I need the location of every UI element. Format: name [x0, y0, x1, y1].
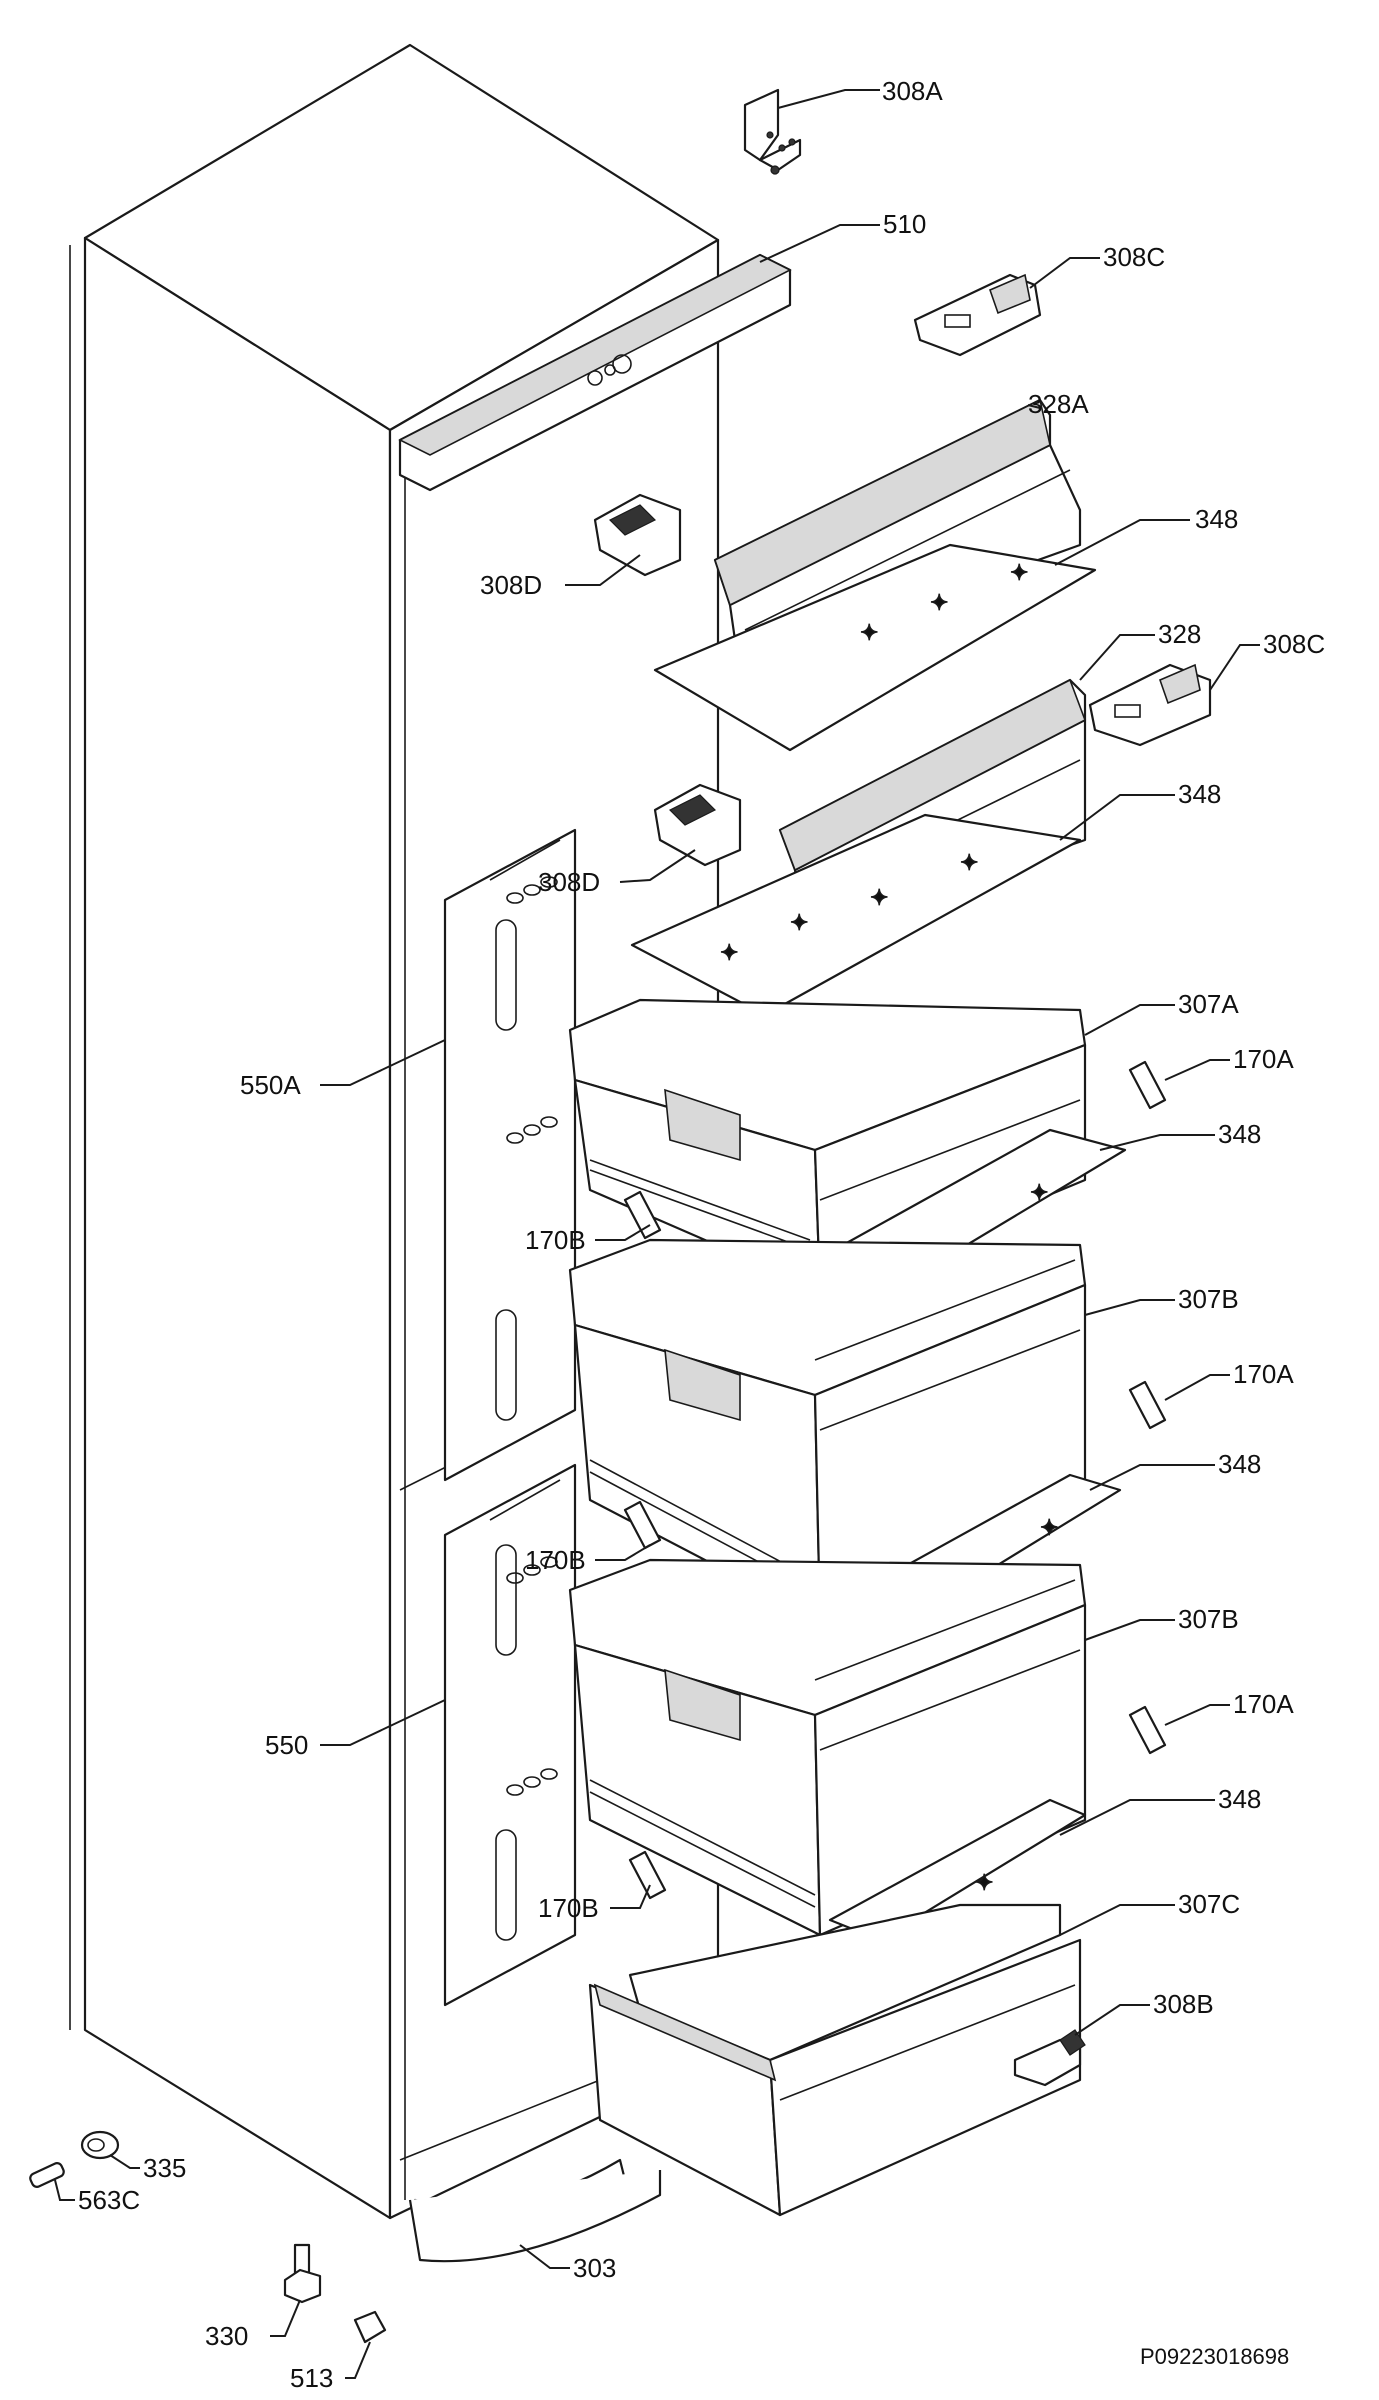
control-panel-510 — [398, 253, 792, 492]
label-303: 303 — [573, 2253, 616, 2283]
label-307A: 307A — [1178, 989, 1239, 1019]
label-328: 328 — [1158, 619, 1201, 649]
label-510: 510 — [883, 209, 926, 239]
glass-shelf-348-2: ✦ ✦ ✦ ✦ — [630, 813, 1082, 1017]
label-308C-2: 308C — [1263, 629, 1325, 659]
svg-text:✦: ✦ — [1010, 560, 1028, 585]
clip-170B-3 — [628, 1850, 667, 1900]
clip-170A-3 — [1128, 1705, 1167, 1755]
label-563C: 563C — [78, 2185, 140, 2215]
label-170A-2: 170A — [1233, 1359, 1294, 1389]
hinge-308B — [1013, 2029, 1086, 2087]
reference-code: P09223018698 — [1140, 2344, 1289, 2369]
label-348-1: 348 — [1195, 504, 1238, 534]
drawer-307B-2 — [568, 1558, 1087, 1937]
label-170B-1: 170B — [525, 1225, 586, 1255]
svg-text:✦: ✦ — [790, 910, 808, 935]
label-170B-2: 170B — [525, 1545, 586, 1575]
label-330: 330 — [205, 2321, 248, 2351]
label-328A: 328A — [1028, 389, 1089, 419]
drawer-307C — [588, 1903, 1082, 2217]
svg-text:✦: ✦ — [870, 885, 888, 910]
label-308C-top: 308C — [1103, 242, 1165, 272]
hinge-308D-2 — [653, 783, 742, 867]
svg-text:✦: ✦ — [1040, 1515, 1058, 1540]
label-170A-1: 170A — [1233, 1044, 1294, 1074]
door-panel-550A — [443, 828, 577, 1482]
hinge-308A-top — [743, 88, 802, 175]
label-550A: 550A — [240, 1070, 301, 1100]
glass-shelf-348-1: ✦ ✦ ✦ — [653, 543, 1097, 752]
door-panel-550 — [443, 1463, 577, 2007]
svg-text:✦: ✦ — [930, 590, 948, 615]
label-308B: 308B — [1153, 1989, 1214, 2019]
clip-170B-1 — [623, 1190, 662, 1240]
kick-plate-303 — [408, 2158, 662, 2263]
pin-563C — [29, 2162, 65, 2188]
foot-330 — [283, 2243, 322, 2304]
label-170B-3: 170B — [538, 1893, 599, 1923]
label-348-2: 348 — [1178, 779, 1221, 809]
clip-170A-1 — [1128, 1060, 1167, 1110]
svg-text:✦: ✦ — [860, 620, 878, 645]
svg-text:✦: ✦ — [975, 1870, 993, 1895]
label-308D-2: 308D — [538, 867, 600, 897]
cap-335 — [80, 2130, 120, 2160]
leader-lines — [54, 89, 1260, 2379]
svg-text:✦: ✦ — [720, 940, 738, 965]
part-labels: 308A 510 308C 328A 348 308D 328 308C 348… — [78, 76, 1325, 2393]
label-348-3: 348 — [1218, 1119, 1261, 1149]
label-308D-1: 308D — [480, 570, 542, 600]
hinge-308C-2 — [1088, 663, 1212, 747]
svg-text:✦: ✦ — [1030, 1180, 1048, 1205]
hinge-308C-top — [913, 273, 1042, 357]
bracket-513 — [353, 2310, 387, 2344]
clip-170A-2 — [1128, 1380, 1167, 1430]
hinge-308D-1 — [593, 493, 682, 577]
label-550: 550 — [265, 1730, 308, 1760]
clip-170B-2 — [623, 1500, 662, 1550]
label-348-4: 348 — [1218, 1449, 1261, 1479]
svg-text:✦: ✦ — [960, 850, 978, 875]
label-513: 513 — [290, 2363, 333, 2393]
label-335: 335 — [143, 2153, 186, 2183]
label-307B-2: 307B — [1178, 1604, 1239, 1634]
label-307C: 307C — [1178, 1889, 1240, 1919]
label-307B-1: 307B — [1178, 1284, 1239, 1314]
label-308A-top: 308A — [882, 76, 943, 106]
label-348-5: 348 — [1218, 1784, 1261, 1814]
label-170A-3: 170A — [1233, 1689, 1294, 1719]
